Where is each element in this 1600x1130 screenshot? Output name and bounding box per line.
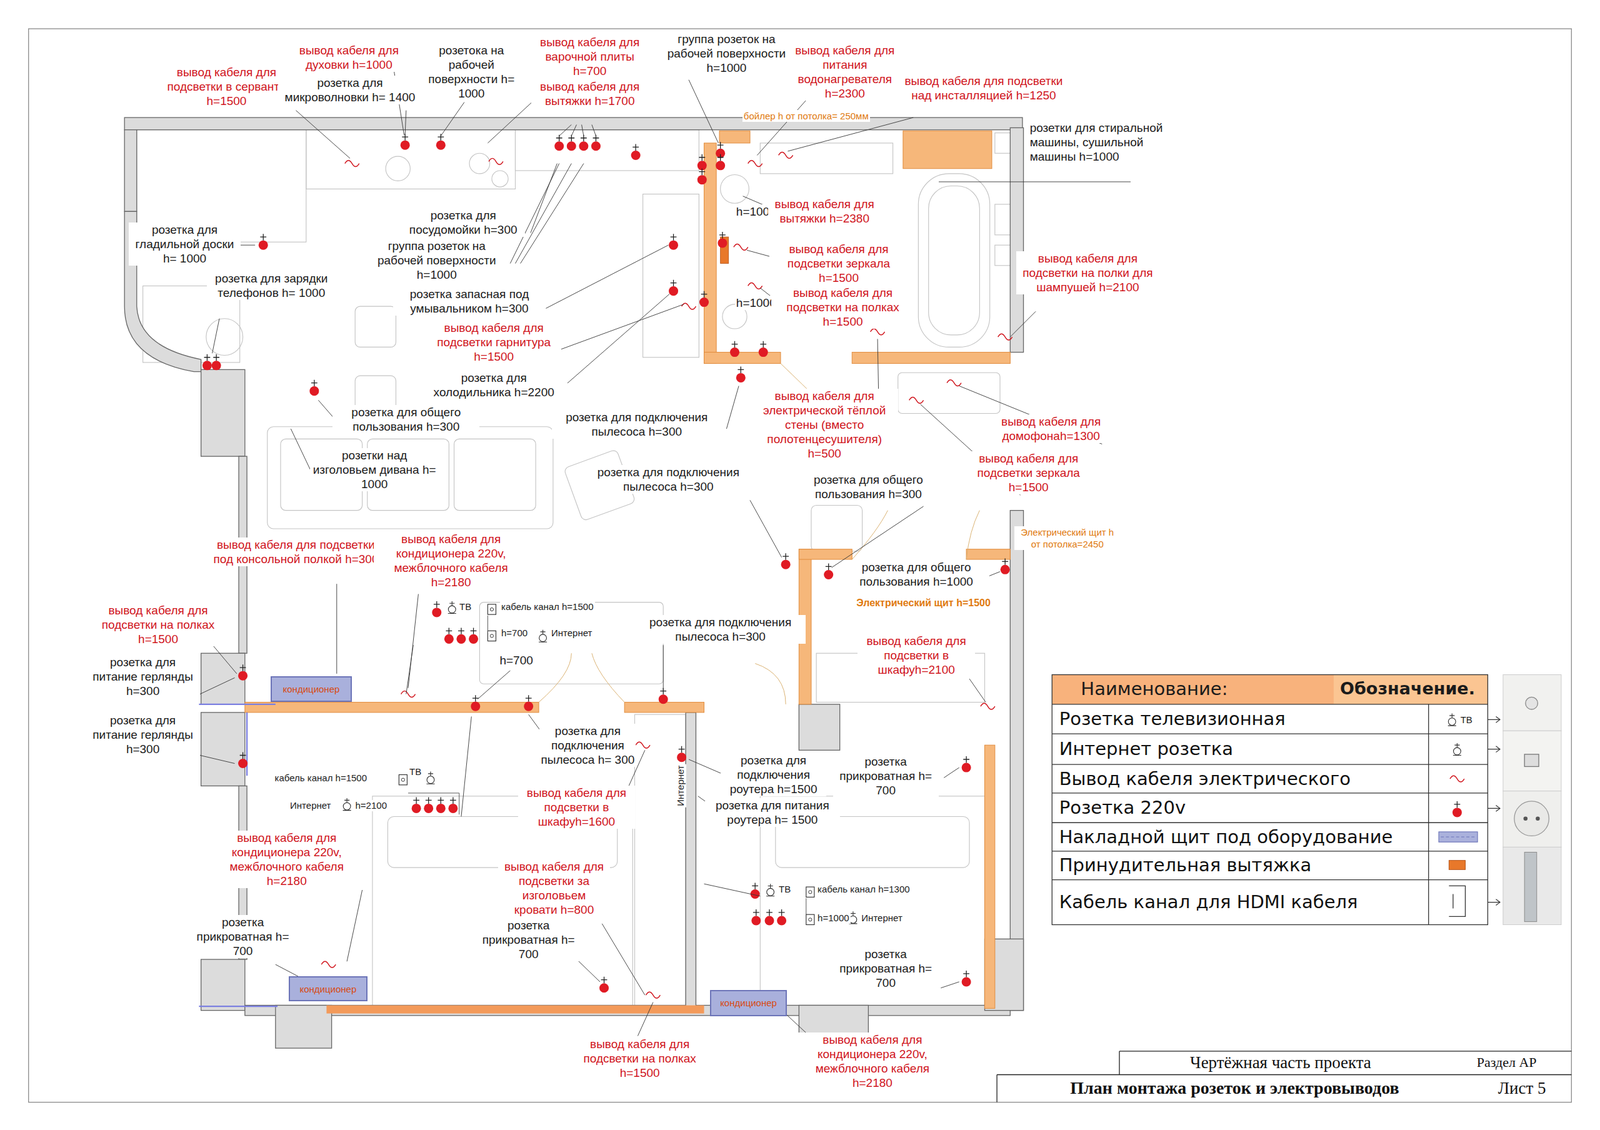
socket-note: группа розеток на рабочей поверхности h=… bbox=[365, 238, 509, 282]
cable-output-note: вывод кабеля для подсветки на полках h=1… bbox=[581, 1036, 699, 1080]
legend-header: Наименование: bbox=[1079, 676, 1229, 702]
cable-output-note: вывод кабеля для питания водонагревателя… bbox=[786, 43, 904, 101]
socket-note: розетка прикроватная h= 700 bbox=[190, 915, 296, 959]
cable-output-note: вывод кабеля для электрической тёплой ст… bbox=[751, 388, 899, 461]
socket-note: розетка для питание герлянды h=300 bbox=[90, 713, 196, 757]
symbol-label: Интернет bbox=[288, 800, 332, 812]
equipment-note: Электрический щит h от потолка=2450 bbox=[1014, 526, 1120, 550]
legend-text: Розетка телевизионная bbox=[1059, 704, 1286, 734]
symbol-label: Интернет bbox=[675, 763, 687, 807]
symbol-label: ТВ bbox=[458, 601, 473, 613]
socket-note: розетка для подключения пылесоса h=300 bbox=[551, 410, 722, 439]
socket-note: розетки для стиральной машины, сушильной… bbox=[1028, 120, 1168, 164]
legend-header: Обозначение. bbox=[1338, 676, 1477, 702]
title-block-cell: Чертёжная часть проекта bbox=[1119, 1051, 1442, 1075]
symbol-label: Интернет bbox=[550, 627, 594, 639]
socket-note: розетки над изголовьем дивана h= 1000 bbox=[310, 448, 440, 492]
symbol-label: h=1000 bbox=[816, 912, 850, 924]
socket-note: розетка для общего пользования h=300 bbox=[332, 405, 480, 434]
socket-note: розетка для питания роутера h= 1500 bbox=[705, 798, 840, 827]
socket-note: розетка прикроватная h= 700 bbox=[833, 754, 939, 798]
cable-output-note: вывод кабеля для подсветки в шкафуh=2100 bbox=[857, 633, 975, 677]
cable-output-note: вывод кабеля для подсветки в шкафуh=1600 bbox=[518, 785, 636, 829]
socket-note: розетка для общего пользования h=1000 bbox=[843, 560, 990, 589]
cable-output-note: вывод кабеля для подсветки на полках h=1… bbox=[99, 603, 217, 647]
socket-note: розетка для общего пользования h=300 bbox=[795, 472, 942, 502]
socket-note: розетка для питание герлянды h=300 bbox=[90, 655, 196, 699]
symbol-label: ТВ bbox=[1459, 714, 1474, 726]
cable-output-note: вывод кабеля для подсветки над инсталляц… bbox=[895, 73, 1072, 103]
cable-output-note: вывод кабеля для подсветки зеркала h=150… bbox=[769, 241, 909, 285]
cable-output-note: вывод кабеля для варочной плиты h=700 bbox=[531, 35, 649, 79]
symbol-label: кабель канал h=1500 bbox=[273, 772, 369, 784]
cable-output-note: вывод кабеля для кондиционера 220v, межб… bbox=[373, 531, 529, 590]
node-text: Чертёжная часть проекта bbox=[1190, 1053, 1372, 1073]
symbol-label: h=2100 bbox=[354, 800, 389, 812]
socket-note: розетка запасная под умывальником h=300 bbox=[393, 286, 546, 316]
socket-note: розетка для холодильника h=2200 bbox=[420, 370, 568, 400]
legend-text: Интернет розетка bbox=[1059, 733, 1234, 765]
symbol-label: ТВ bbox=[777, 883, 792, 895]
socket-note: группа розеток на рабочей поверхности h=… bbox=[655, 31, 799, 75]
cable-output-note: вывод кабеля для подсветки за изголовьем… bbox=[498, 859, 610, 917]
equipment-note: Электрический щит h=1500 bbox=[855, 596, 992, 610]
socket-note: розетка для зарядки телефонов h= 1000 bbox=[206, 271, 337, 300]
legend-text: Вывод кабеля электрического bbox=[1059, 764, 1351, 794]
cable-output-note: вывод кабеля для духовки h=1000 bbox=[278, 43, 420, 72]
air-conditioner-box: кондиционер bbox=[270, 676, 353, 702]
node-text: План монтажа розеток и электровыводов bbox=[1070, 1078, 1399, 1099]
cable-output-note: вывод кабеля для подсветки на полках h=1… bbox=[771, 285, 915, 329]
socket-note: розетка для подключения пылесоса h=300 bbox=[583, 465, 754, 494]
cable-output-note: вывод кабеля для подсветки на полки для … bbox=[1016, 251, 1160, 295]
cable-output-note: вывод кабеля для вытяжки h=2380 bbox=[768, 196, 881, 226]
socket-note: розетка для гладильной доски h= 1000 bbox=[128, 222, 240, 266]
legend-text: Розетка 220v bbox=[1059, 793, 1186, 823]
equipment-note: бойлер h от потолка= 250мм bbox=[742, 110, 870, 122]
socket-note: розетка для подключения пылесоса h= 300 bbox=[539, 723, 636, 767]
node-text: кондиционер bbox=[283, 683, 340, 695]
cable-output-note: вывод кабеля для домофонаh=1300 bbox=[989, 414, 1113, 444]
title-block-cell: Лист 5 bbox=[1472, 1074, 1572, 1102]
symbol-label: ТВ bbox=[408, 766, 423, 778]
title-block-cell: План монтажа розеток и электровыводов bbox=[996, 1074, 1473, 1102]
symbol-label: кабель канал h=1300 bbox=[816, 883, 912, 895]
node-text: Лист 5 bbox=[1498, 1078, 1547, 1099]
node-text: Раздел АР bbox=[1476, 1054, 1537, 1071]
node-text: кондиционер bbox=[720, 997, 777, 1009]
socket-note: розетка для посудомойки h=300 bbox=[401, 208, 525, 237]
legend-text: Кабель канал для HDMI кабеля bbox=[1059, 879, 1359, 925]
cable-output-note: вывод кабеля для подсветки гарнитура h=1… bbox=[426, 320, 562, 364]
socket-note: h=700 bbox=[498, 653, 534, 668]
cable-output-note: вывод кабеля для вытяжки h=1700 bbox=[531, 79, 649, 109]
air-conditioner-box: кондиционер bbox=[288, 976, 368, 1001]
cable-output-note: вывод кабеля для кондиционера 220v, межб… bbox=[207, 830, 366, 889]
socket-note: розетка для подключения роутера h=1500 bbox=[720, 753, 827, 797]
cable-output-note: вывод кабеля для подсветки зеркала h=150… bbox=[963, 451, 1094, 495]
symbol-label: h=700 bbox=[500, 627, 529, 639]
air-conditioner-box: кондиционер bbox=[710, 990, 787, 1017]
socket-note: розетока на рабочей поверхности h= 1000 bbox=[417, 43, 526, 101]
legend-text: Накладной щит под оборудование bbox=[1059, 822, 1394, 852]
socket-note: розетка для подключения пылесоса h=300 bbox=[635, 615, 806, 644]
cable-output-note: вывод кабеля для подсветки под консольно… bbox=[208, 537, 385, 567]
socket-note: розетка прикроватная h= 700 bbox=[833, 946, 939, 990]
socket-note: розетка прикроватная h= 700 bbox=[475, 918, 582, 962]
socket-note: розетка для микроволновки h= 1400 bbox=[278, 75, 422, 105]
cable-output-note: вывод кабеля для кондиционера 220v, межб… bbox=[793, 1032, 952, 1090]
symbol-label: Интернет bbox=[860, 912, 904, 924]
node-text: кондиционер bbox=[299, 983, 357, 995]
legend-text: Принудительная вытяжка bbox=[1059, 851, 1312, 880]
title-block-cell: Раздел АР bbox=[1441, 1051, 1572, 1075]
cable-output-note: вывод кабеля для подсветки в серванте h=… bbox=[155, 65, 299, 109]
symbol-label: кабель канал h=1500 bbox=[500, 601, 595, 613]
